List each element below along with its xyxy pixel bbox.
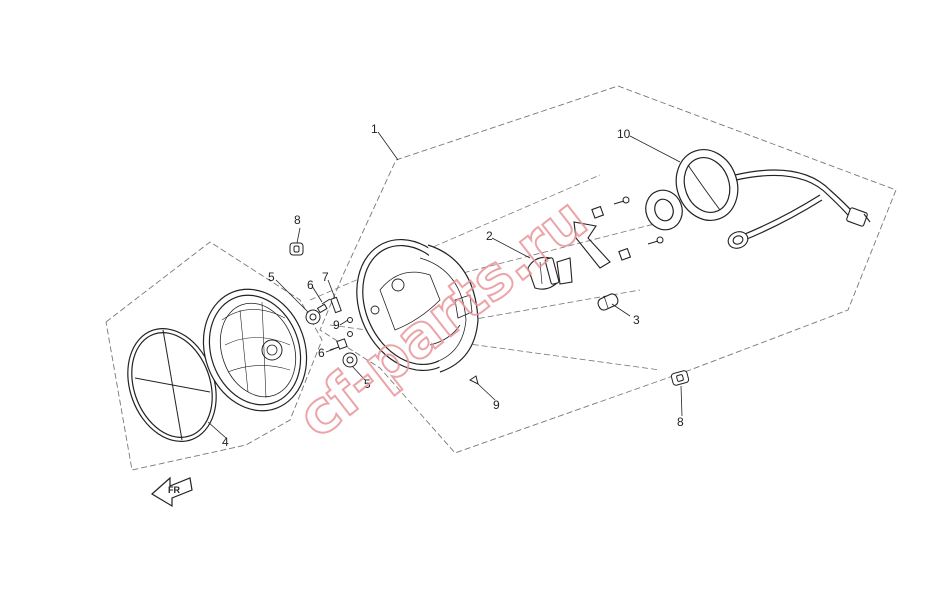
lens-glass bbox=[127, 328, 217, 442]
callout-3: 3 bbox=[633, 313, 640, 327]
callout-10: 10 bbox=[617, 127, 631, 141]
callout-4: 4 bbox=[222, 435, 229, 449]
dust-cover-boot bbox=[645, 149, 739, 231]
callout-6-lower: 6 bbox=[318, 346, 325, 360]
callout-9-upper: 9 bbox=[333, 318, 340, 332]
wiring-connector-plug bbox=[846, 207, 871, 227]
clip-screws bbox=[613, 196, 664, 245]
headlight-housing bbox=[356, 238, 479, 373]
callout-8-lower: 8 bbox=[677, 415, 684, 429]
callout-6-upper: 6 bbox=[307, 278, 314, 292]
bolt-lower bbox=[329, 338, 348, 351]
watermark-text: cf-parts.ru bbox=[285, 184, 600, 451]
callout-9-lower: 9 bbox=[493, 398, 500, 412]
callout-2: 2 bbox=[486, 229, 493, 243]
mount-nut-upper bbox=[305, 309, 321, 325]
callout-5-upper: 5 bbox=[268, 270, 275, 284]
callout-7: 7 bbox=[322, 270, 329, 284]
callout-labels: 1 2 3 4 5 5 6 6 7 8 8 9 9 10 bbox=[222, 122, 684, 449]
callout-5-lower: 5 bbox=[364, 377, 371, 391]
position-bulb bbox=[597, 293, 619, 311]
screw-small-9a bbox=[347, 317, 353, 337]
bolt-upper bbox=[316, 298, 331, 314]
callout-leader-lines bbox=[207, 131, 683, 439]
forward-label: FR bbox=[168, 485, 180, 495]
callout-1: 1 bbox=[371, 122, 378, 136]
grommet-lower bbox=[670, 370, 690, 386]
bulb-retaining-clip bbox=[573, 205, 632, 269]
screw-small-9b bbox=[469, 375, 479, 385]
wiring-harness bbox=[734, 169, 856, 242]
grommet-upper bbox=[289, 242, 304, 256]
callout-8-upper: 8 bbox=[294, 213, 301, 227]
headlight-reflector-unit bbox=[202, 288, 308, 412]
headlight-bulb bbox=[527, 256, 573, 290]
wiring-connector-socket bbox=[727, 231, 749, 249]
forward-arrow-icon: FR bbox=[150, 476, 193, 508]
mount-nut-lower bbox=[342, 352, 358, 368]
bracket-piece bbox=[330, 296, 342, 314]
assembly-boundary-lens bbox=[105, 241, 323, 471]
